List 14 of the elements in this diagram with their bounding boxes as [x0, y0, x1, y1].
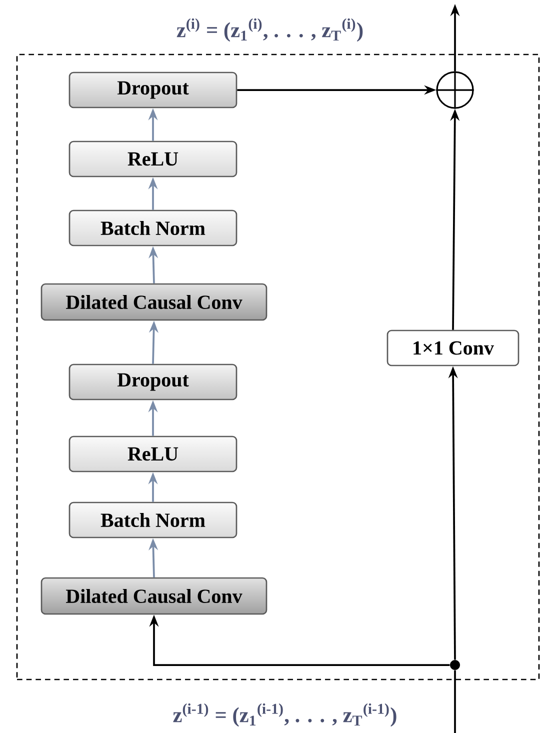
layer-box: Batch Norm	[68, 502, 238, 538]
layer-box: Dropout	[68, 364, 238, 400]
formula-label: z$^{(i-1)}$ = (z$_{1}$$^{(i-1)}$, . . . , z$_{T}$$^{(i-1)}$)	[173, 703, 396, 727]
layer-box: Dilated Causal Conv	[40, 577, 268, 615]
dashed-frame	[16, 54, 540, 680]
junction-dot	[450, 660, 460, 670]
layer-box: Batch Norm	[68, 210, 238, 246]
formula-label: z$^{(i)}$ = (z$_{1}$$^{(i)}$, . . . , z$_{T}$$^{(i)}$)	[176, 18, 363, 42]
layer-box: Dropout	[68, 72, 238, 108]
layer-box: ReLU	[68, 140, 238, 178]
sum-symbol	[435, 70, 475, 110]
layer-box: Dilated Causal Conv	[40, 283, 268, 321]
layer-box: ReLU	[68, 436, 238, 472]
layer-box: 1×1 Conv	[386, 330, 520, 366]
